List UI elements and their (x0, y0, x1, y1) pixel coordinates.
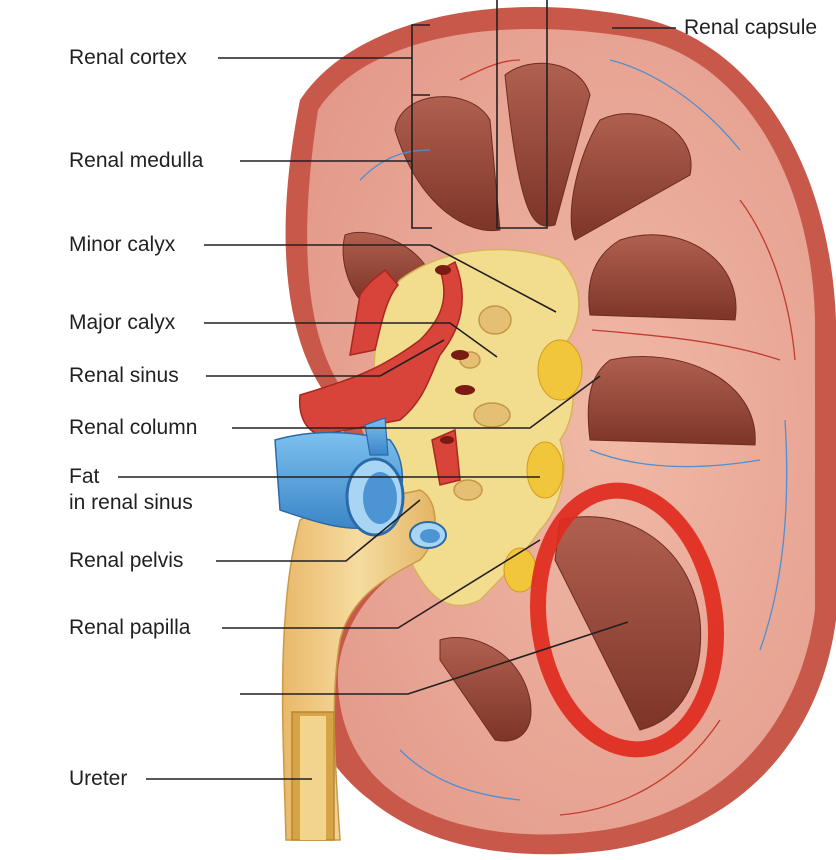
label-renal-capsule: Renal capsule (684, 16, 818, 39)
label-renal-cortex: Renal cortex (69, 46, 187, 69)
label-minor-calyx: Minor calyx (69, 233, 176, 256)
label-renal-pelvis: Renal pelvis (69, 549, 184, 572)
highlight-circle (529, 482, 725, 758)
fat-lobules (503, 339, 583, 593)
label-fat-in-renal-sinus: Fat in renal sinus (69, 465, 193, 514)
label-renal-column: Renal column (69, 416, 198, 439)
renal-artery (298, 260, 463, 486)
label-ureter: Ureter (69, 767, 128, 790)
cortex-vessels (359, 59, 796, 816)
calyx-openings (453, 305, 512, 501)
label-major-calyx: Major calyx (69, 311, 176, 334)
renal-vein (274, 417, 447, 549)
label-renal-medulla: Renal medulla (69, 149, 204, 172)
label-renal-sinus: Renal sinus (69, 364, 179, 387)
artery-openings (435, 265, 475, 444)
leader-lines (118, 0, 676, 780)
label-renal-papilla: Renal papilla (69, 616, 191, 639)
renal-medulla-pyramids (342, 62, 756, 742)
